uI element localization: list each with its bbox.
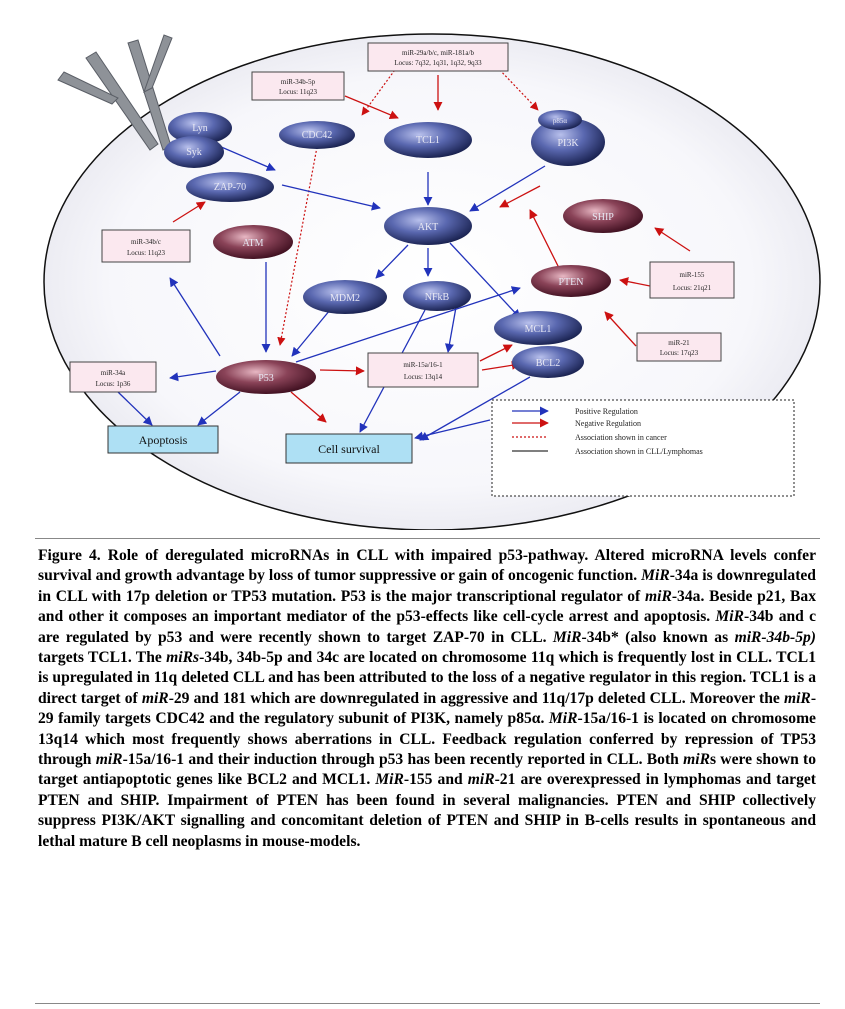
node-lyn: Lyn: [168, 112, 232, 144]
svg-text:Cell survival: Cell survival: [318, 442, 380, 456]
figure-caption: Figure 4. Role of deregulated microRNAs …: [38, 546, 816, 852]
caption-segment: -155 and: [403, 771, 468, 789]
node-syk: Syk: [164, 136, 224, 168]
mir-box-34a: miR-34a Locus: 1p36: [69, 361, 157, 393]
svg-text:Locus: 7q32, 1q31, 1q32, 9q33: Locus: 7q32, 1q31, 1q32, 9q33: [394, 59, 482, 67]
caption-segment: s were shown to target antiapoptotic gen…: [38, 751, 817, 789]
svg-text:P53: P53: [258, 373, 274, 384]
caption-segment: -34a is downregulated in CLL with 17p de…: [38, 567, 816, 605]
caption-segment: -29 family targets CDC42 and the regulat…: [38, 689, 817, 728]
svg-text:miR-34b-5p: miR-34b-5p: [281, 78, 316, 86]
svg-text:miR-34b/c: miR-34b/c: [131, 238, 161, 246]
caption-top-rule: [35, 538, 820, 539]
node-bcl2: BCL2: [512, 346, 584, 378]
svg-text:p85α: p85α: [553, 117, 568, 125]
svg-text:Locus: 11q23: Locus: 11q23: [127, 249, 166, 257]
caption-body: Role of deregulated microRNAs in CLL wit…: [38, 547, 816, 850]
caption-segment: -34b and c are regulated by p53 and were…: [38, 608, 816, 646]
svg-text:Syk: Syk: [186, 147, 202, 158]
mir-box-34b-5p: miR-34b-5p Locus: 11q23: [251, 71, 345, 101]
microrna-pathway-diagram: Lyn Syk ZAP-70 CDC42 TCL1 PI3K p85α AKT …: [43, 33, 821, 530]
node-ship: SHIP: [563, 199, 643, 233]
node-p85: p85α: [538, 110, 582, 130]
svg-text:BCL2: BCL2: [536, 358, 560, 369]
positive-arrows: [117, 142, 546, 441]
node-tcl1: TCL1: [384, 122, 472, 158]
svg-text:Locus: 1p36: Locus: 1p36: [96, 380, 131, 388]
node-p53: P53: [216, 360, 316, 394]
legend-positive: Positive Regulation: [575, 407, 638, 416]
caption-segment: Role of deregulated microRNAs in CLL wit…: [38, 547, 817, 585]
svg-text:AKT: AKT: [418, 222, 439, 233]
caption-segment: MiR: [715, 608, 745, 626]
mir-box-15a-16-1: miR-15a/16-1 Locus: 13q14: [367, 352, 479, 388]
node-akt: AKT: [384, 207, 472, 245]
svg-text:PI3K: PI3K: [557, 138, 579, 149]
legend: Positive Regulation Negative Regulation …: [491, 399, 795, 497]
node-zap70: ZAP-70: [186, 172, 274, 202]
svg-text:PTEN: PTEN: [559, 277, 584, 288]
caption-segment: -34b, 34b-5p and 34c are located on chro…: [38, 649, 816, 707]
mir-box-21: miR-21 Locus: 17q23: [636, 332, 722, 362]
svg-text:miR-155: miR-155: [680, 271, 705, 279]
svg-text:miR-15a/16-1: miR-15a/16-1: [403, 361, 443, 369]
caption-bottom-rule: [35, 1003, 820, 1004]
caption-segment: -34b* (also known as: [581, 628, 735, 646]
svg-text:MCL1: MCL1: [525, 324, 552, 335]
svg-text:Locus: 13q14: Locus: 13q14: [404, 373, 443, 381]
caption-segment: -15a/16-1 is located on chromosome 13q14…: [38, 710, 816, 769]
outcome-apoptosis: Apoptosis: [107, 425, 219, 454]
mir-box-34bc: miR-34b/c Locus: 11q23: [101, 229, 191, 263]
svg-text:SHIP: SHIP: [592, 212, 614, 223]
node-mdm2: MDM2: [303, 280, 387, 314]
caption-segment: miR: [95, 751, 123, 769]
caption-segment: -21 are overexpressed in lymphomas and t…: [38, 771, 816, 850]
caption-segment: miR: [467, 771, 495, 789]
mir-box-29-181: miR-29a/b/c, miR-181a/b Locus: 7q32, 1q3…: [367, 42, 509, 72]
svg-text:miR-34a: miR-34a: [101, 369, 126, 377]
legend-dotted: Association shown in cancer: [575, 433, 667, 442]
svg-text:miR-21: miR-21: [668, 339, 690, 347]
caption-segment: miR: [683, 751, 710, 769]
svg-text:TCL1: TCL1: [416, 135, 440, 146]
node-nfkb: NFkB: [403, 281, 471, 311]
node-pi3k: PI3K: [531, 118, 605, 166]
svg-text:Locus: 11q23: Locus: 11q23: [279, 88, 318, 96]
caption-segment: miR: [783, 689, 811, 707]
caption-segment: MiR: [548, 710, 578, 728]
dotted-associations: [277, 66, 539, 346]
node-mcl1: MCL1: [494, 311, 582, 345]
caption-segment: -34a. Beside p21, Bax and other it compo…: [38, 587, 816, 626]
svg-text:NFkB: NFkB: [425, 292, 450, 303]
caption-label: Figure 4.: [38, 547, 101, 564]
caption-segment: miR-34b-5p): [734, 628, 816, 646]
svg-text:Locus: 17q23: Locus: 17q23: [660, 349, 699, 357]
node-pten: PTEN: [531, 265, 611, 297]
node-cdc42: CDC42: [279, 121, 355, 149]
outcome-cell-survival: Cell survival: [285, 433, 413, 464]
caption-segment: -15a/16-1 and their induction through p5…: [122, 751, 684, 769]
caption-segment: miR: [644, 587, 672, 605]
svg-text:MDM2: MDM2: [330, 293, 360, 304]
caption-segment: targets TCL1. The: [38, 649, 167, 667]
caption-segment: miR: [141, 689, 169, 707]
svg-text:miR-29a/b/c, miR-181a/b: miR-29a/b/c, miR-181a/b: [402, 49, 474, 57]
svg-text:ATM: ATM: [242, 238, 263, 249]
legend-negative: Negative Regulation: [575, 419, 641, 428]
svg-text:Apoptosis: Apoptosis: [139, 433, 188, 447]
caption-segment: -29 and 181 which are downregulated in a…: [168, 689, 784, 707]
svg-text:CDC42: CDC42: [302, 130, 333, 141]
receptor-icon: [57, 34, 173, 151]
caption-segment: MiR: [375, 771, 404, 789]
caption-segment: MiR: [641, 567, 670, 585]
legend-solid: Association shown in CLL/Lymphomas: [575, 447, 703, 456]
svg-text:Lyn: Lyn: [192, 123, 208, 134]
svg-text:ZAP-70: ZAP-70: [214, 182, 246, 193]
mir-box-155: miR-155 Locus: 21q21: [649, 261, 735, 299]
node-atm: ATM: [213, 225, 293, 259]
caption-segment: miRs: [166, 649, 200, 667]
caption-segment: MiR: [552, 628, 582, 646]
svg-text:Locus: 21q21: Locus: 21q21: [673, 284, 712, 292]
